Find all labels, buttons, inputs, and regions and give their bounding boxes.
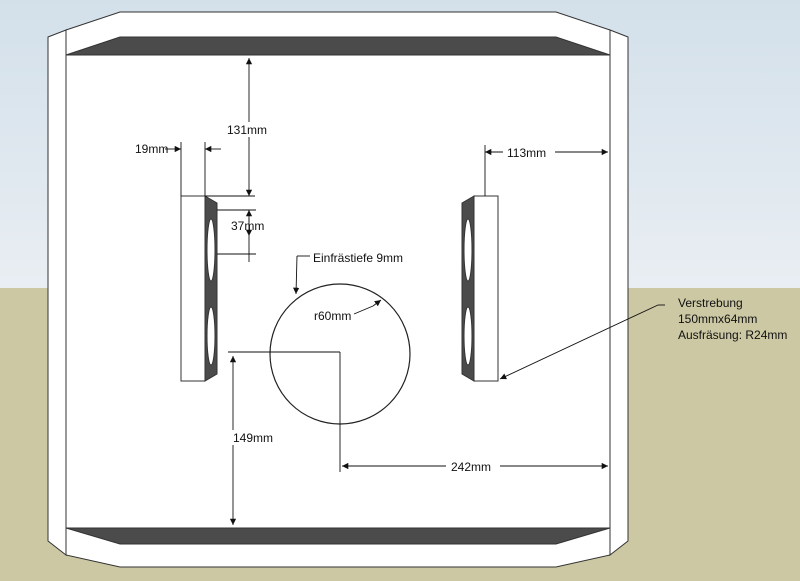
dim-label-bottom-gap: 149mm: [233, 431, 273, 445]
dim-label-right-brace-offset: 113mm: [507, 146, 546, 160]
left-side-board: [47, 29, 67, 557]
right-brace: [461, 195, 499, 382]
dim-label-brace-thickness: 19mm: [135, 142, 168, 156]
bottom-board-inner-face: [65, 527, 611, 545]
left-brace-upper-slot: [206, 218, 216, 282]
brace-note-line2: 150mmx64mm: [678, 312, 757, 326]
dim-label-hole-offset: 242mm: [451, 460, 491, 474]
brace-note-line3: Ausfräsung: R24mm: [678, 328, 787, 342]
hole-depth-label: Einfrästiefe 9mm: [313, 251, 403, 265]
leader-radius-arrow: [372, 299, 382, 307]
top-board-inner-face: [65, 36, 611, 56]
left-brace-lower-slot: [206, 306, 216, 366]
label-bg-right-offset: [503, 145, 555, 160]
leader-depth: [293, 255, 300, 295]
hole-radius-label: r60mm: [314, 309, 351, 323]
left-brace-front: [180, 195, 206, 382]
dim-label-top-gap: 131mm: [227, 123, 267, 137]
right-brace-upper-slot: [463, 218, 473, 282]
label-bg-hole-offset: [446, 459, 500, 474]
label-bg-brace-note: [665, 296, 800, 344]
brace-note-line1: Verstrebung: [678, 296, 743, 310]
leader-radius: [353, 305, 374, 315]
right-brace-lower-slot: [463, 306, 473, 366]
left-brace: [180, 195, 218, 382]
right-side-board: [609, 29, 629, 557]
label-bg-bottom-gap: [230, 430, 280, 445]
dim-label-slot-offset: 37mm: [231, 219, 264, 233]
label-bg-top-gap: [224, 122, 274, 137]
leader-brace-note: [499, 304, 659, 380]
right-brace-front: [473, 195, 499, 382]
